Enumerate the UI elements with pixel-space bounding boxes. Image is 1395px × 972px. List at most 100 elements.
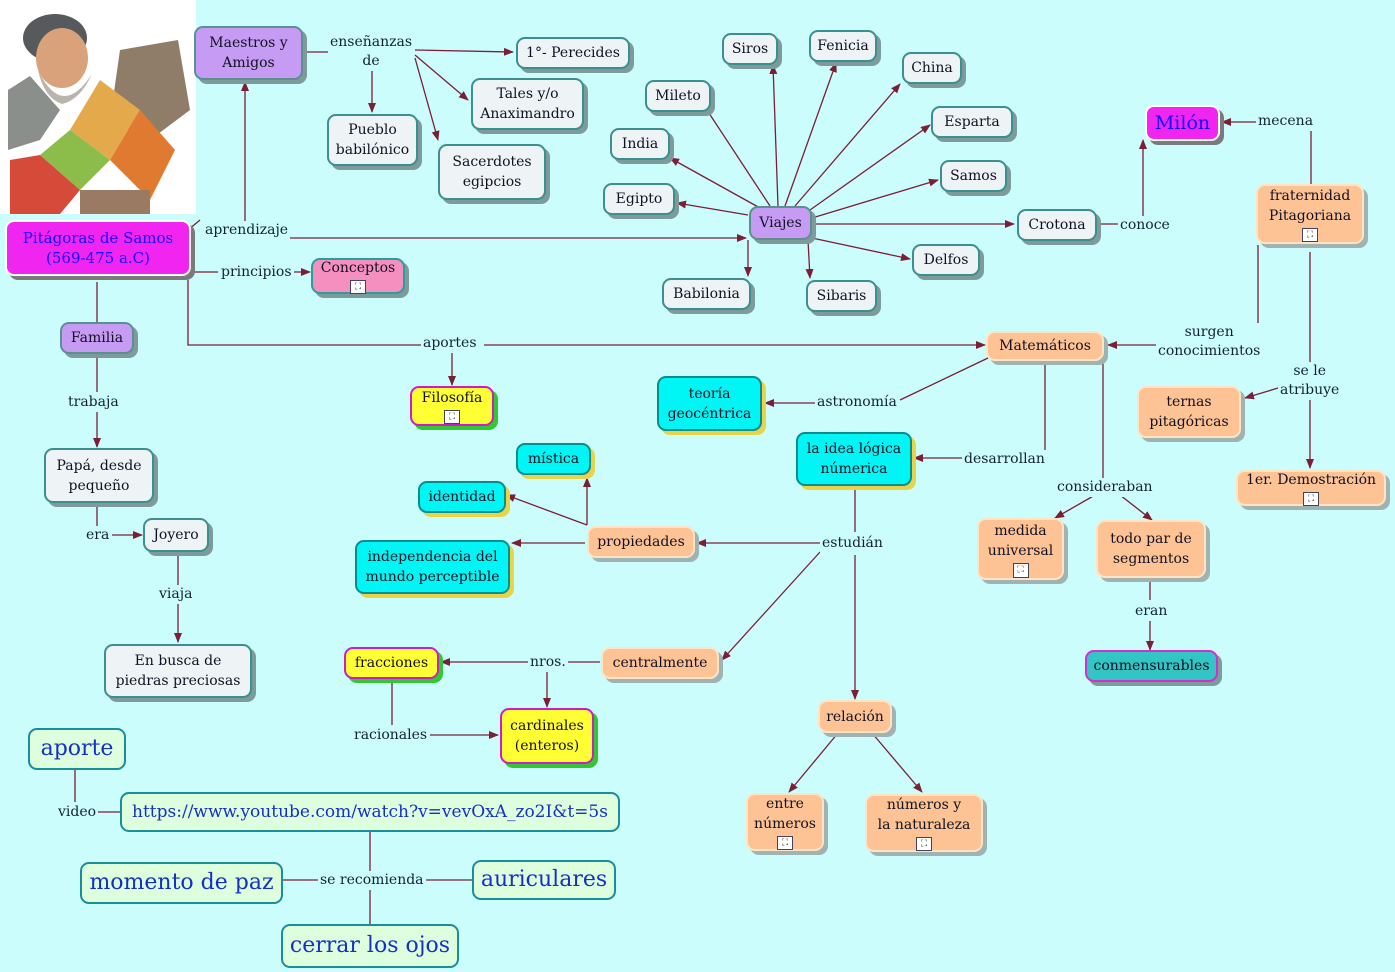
node-medida[interactable]: medida universal ⛶	[977, 518, 1064, 580]
node-conceptos[interactable]: Conceptos ⛶	[311, 258, 405, 294]
node-centralmente[interactable]: centralmente	[601, 647, 719, 679]
node-matematicos[interactable]: Matemáticos	[986, 331, 1104, 361]
node-aporte[interactable]: aporte	[28, 728, 126, 770]
node-sibaris[interactable]: Sibaris	[806, 280, 877, 312]
node-familia-label: Familia	[70, 330, 124, 346]
node-busca[interactable]: En busca de piedras preciosas	[104, 644, 252, 698]
node-cerrar[interactable]: cerrar los ojos	[281, 924, 459, 968]
node-pitagoras-label: Pitágoras de Samos (569-475 a.C)	[22, 229, 174, 267]
node-matematicos-label: Matemáticos	[999, 338, 1091, 354]
node-tales[interactable]: Tales y/o Anaximandro	[471, 78, 584, 130]
map-link-icon[interactable]: ⛶	[444, 410, 460, 424]
node-perecides[interactable]: 1°- Perecides	[516, 37, 630, 69]
node-samos[interactable]: Samos	[940, 160, 1007, 192]
link-label-racionales: racionales	[352, 726, 430, 745]
node-conmensurables-label: conmensurables	[1093, 658, 1210, 674]
map-link-icon[interactable]: ⛶	[777, 836, 793, 850]
link-label-era: era	[84, 526, 112, 545]
node-fraternidad-label: fraternidad Pitagoriana	[1268, 188, 1352, 224]
link-label-video: video	[56, 803, 99, 822]
node-todo-par[interactable]: todo par de segmentos	[1096, 520, 1206, 578]
node-tales-label: Tales y/o Anaximandro	[480, 86, 575, 122]
map-link-icon[interactable]: ⛶	[350, 280, 366, 294]
node-entre[interactable]: entre números ⛶	[746, 793, 824, 851]
node-cardinales[interactable]: cardinales (enteros)	[500, 708, 594, 764]
node-naturaleza-label: números y la naturaleza	[877, 797, 971, 833]
node-ternas-label: ternas pitagóricas	[1149, 394, 1229, 430]
node-papa[interactable]: Papá, desde pequeño	[44, 448, 154, 503]
node-milon[interactable]: Milón	[1145, 105, 1220, 141]
node-babilonia[interactable]: Babilonia	[662, 278, 751, 310]
link-label-surgen: surgen conocimientos	[1156, 323, 1263, 361]
node-pueblo[interactable]: Pueblo babilónico	[327, 114, 418, 166]
node-pitagoras[interactable]: Pitágoras de Samos (569-475 a.C)	[5, 220, 191, 276]
node-medida-label: medida universal	[987, 522, 1054, 559]
link-label-viaja: viaja	[157, 585, 195, 604]
node-egipto-label: Egipto	[615, 191, 663, 207]
node-teoria[interactable]: teoría geocéntrica	[657, 376, 762, 431]
node-momento[interactable]: momento de paz	[80, 862, 283, 904]
node-relacion[interactable]: relación	[818, 700, 892, 733]
node-naturaleza[interactable]: números y la naturaleza ⛶	[865, 794, 983, 852]
map-link-icon[interactable]: ⛶	[1012, 562, 1029, 578]
node-teoria-label: teoría geocéntrica	[667, 385, 752, 422]
node-mistica-label: mística	[527, 451, 580, 467]
node-auriculares-label: auriculares	[480, 867, 608, 892]
node-entre-label: entre números	[754, 796, 816, 832]
node-siros-label: Siros	[731, 41, 769, 57]
node-ternas[interactable]: ternas pitagóricas	[1137, 386, 1241, 438]
node-delfos-label: Delfos	[923, 252, 969, 268]
link-label-mecena: mecena	[1256, 112, 1316, 131]
node-fraternidad[interactable]: fraternidad Pitagoriana ⛶	[1256, 184, 1364, 244]
node-centralmente-label: centralmente	[612, 655, 708, 671]
node-mistica[interactable]: mística	[516, 443, 591, 475]
node-idea-label: la idea lógica númerica	[806, 441, 902, 477]
node-crotona[interactable]: Crotona	[1017, 209, 1097, 241]
node-conceptos-label: Conceptos	[320, 260, 396, 276]
node-fracciones[interactable]: fracciones	[344, 647, 439, 679]
node-aporte-label: aporte	[40, 736, 114, 761]
node-fracciones-label: fracciones	[354, 655, 429, 671]
node-fenicia[interactable]: Fenicia	[809, 30, 877, 62]
node-sacerdotes[interactable]: Sacerdotes egipcios	[438, 144, 546, 200]
node-perecides-label: 1°- Perecides	[526, 45, 620, 61]
node-mileto[interactable]: Mileto	[645, 80, 711, 112]
node-propiedades-label: propiedades	[597, 534, 685, 550]
video-link[interactable]: https://www.youtube.com/watch?v=vevOxA_z…	[120, 792, 620, 832]
node-maestros[interactable]: Maestros y Amigos	[194, 26, 303, 80]
node-conmensurables[interactable]: conmensurables	[1085, 650, 1218, 682]
node-joyero[interactable]: Joyero	[143, 518, 209, 552]
node-propiedades[interactable]: propiedades	[587, 526, 695, 558]
link-label-se-le: se le atribuye	[1278, 362, 1342, 400]
node-esparta[interactable]: Esparta	[931, 106, 1013, 138]
node-independencia[interactable]: independencia del mundo perceptible	[355, 540, 510, 594]
node-sibaris-label: Sibaris	[816, 288, 867, 304]
node-auriculares[interactable]: auriculares	[472, 860, 616, 900]
map-link-icon[interactable]: ⛶	[916, 837, 932, 851]
node-independencia-label: independencia del mundo perceptible	[365, 549, 500, 585]
map-link-icon[interactable]: ⛶	[1302, 228, 1318, 242]
node-busca-label: En busca de piedras preciosas	[115, 653, 241, 689]
node-relacion-label: relación	[826, 708, 884, 725]
node-filosofia[interactable]: Filosofía⛶	[410, 386, 494, 426]
node-samos-label: Samos	[950, 168, 997, 184]
map-link-icon[interactable]: ⛶	[1303, 492, 1319, 506]
node-viajes[interactable]: Viajes	[749, 206, 812, 240]
node-siros[interactable]: Siros	[722, 33, 778, 65]
node-delfos[interactable]: Delfos	[912, 244, 980, 276]
node-india[interactable]: India	[610, 128, 670, 160]
video-link-label: https://www.youtube.com/watch?v=vevOxA_z…	[132, 802, 608, 822]
node-identidad[interactable]: identidad	[418, 481, 506, 513]
node-demostracion[interactable]: 1er. Demostración⛶	[1236, 470, 1386, 506]
node-china[interactable]: China	[902, 52, 962, 84]
node-idea[interactable]: la idea lógica númerica	[796, 432, 912, 486]
node-mileto-label: Mileto	[655, 88, 701, 104]
node-fenicia-label: Fenicia	[817, 38, 869, 54]
node-egipto[interactable]: Egipto	[603, 183, 675, 215]
node-pueblo-label: Pueblo babilónico	[335, 122, 410, 158]
link-label-nros: nros.	[528, 653, 568, 672]
node-familia[interactable]: Familia	[60, 322, 134, 354]
node-cardinales-label: cardinales (enteros)	[510, 718, 584, 754]
link-label-recomienda: se recomienda	[318, 871, 426, 890]
node-babilonia-label: Babilonia	[673, 286, 740, 302]
